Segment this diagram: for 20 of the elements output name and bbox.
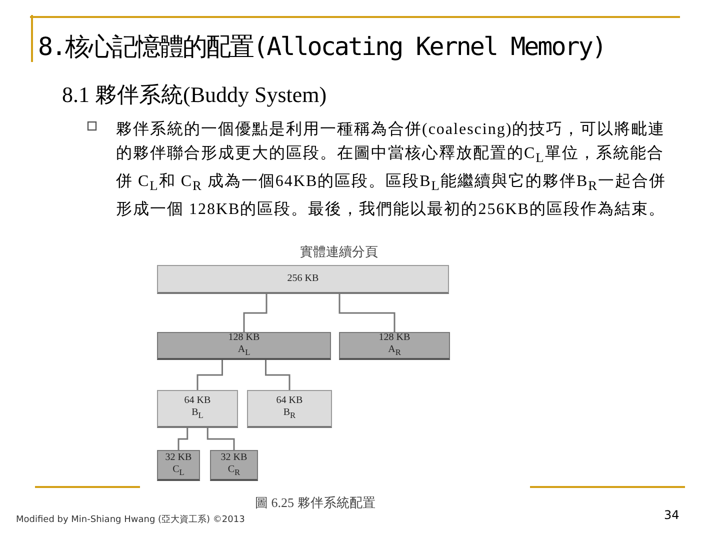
tree-heading: 實體連續分頁 <box>299 243 379 261</box>
connector-line <box>243 294 268 332</box>
footer-credit: Modified by Min-Shiang Hwang (亞大資工系) ©2013 <box>16 514 245 526</box>
page-number: 34 <box>664 508 680 522</box>
figure-caption: 圖 6.25 夥伴系統配置 <box>255 494 376 512</box>
memory-block: 32 KB C$_{R}$ <box>210 450 258 481</box>
bullet-paragraph: 夥伴系統的一個優點是利用一種稱為合併(coalescing)的技巧，可以將毗連的夥伴聯合形成更大的區段。在圖中當核心釋放配置的C$_{L}$單位，系統能合併 C$_{L}$和 C$_{R}$ 成為一個64KB的區段。區段B$_{L}$能繼續與它的夥伴B$_{R}$一起合併形成一個 128KB的區段。最後，我們能以最初的256KB的區段作為結束。 <box>116 120 668 220</box>
memory-block: 128 KB A$_{R}$ <box>339 332 450 360</box>
connector-line <box>178 428 188 450</box>
slide-title: 8.核心記憶體的配置(Allocating Kernel Memory) <box>38 31 606 63</box>
connector-line <box>206 428 235 450</box>
memory-block: 64 KB B$_{L}$ <box>157 390 238 428</box>
memory-block: 128 KB A$_{L}$ <box>157 332 331 360</box>
section-heading: 8.1 夥伴系統(Buddy System) <box>62 81 327 109</box>
connector-line <box>265 360 290 390</box>
memory-block: 64 KB B$_{R}$ <box>247 390 332 428</box>
memory-block: 256 KB <box>157 265 449 294</box>
connector-line <box>196 360 223 390</box>
connector-line <box>338 294 396 332</box>
memory-block: 32 KB C$_{L}$ <box>157 450 200 481</box>
